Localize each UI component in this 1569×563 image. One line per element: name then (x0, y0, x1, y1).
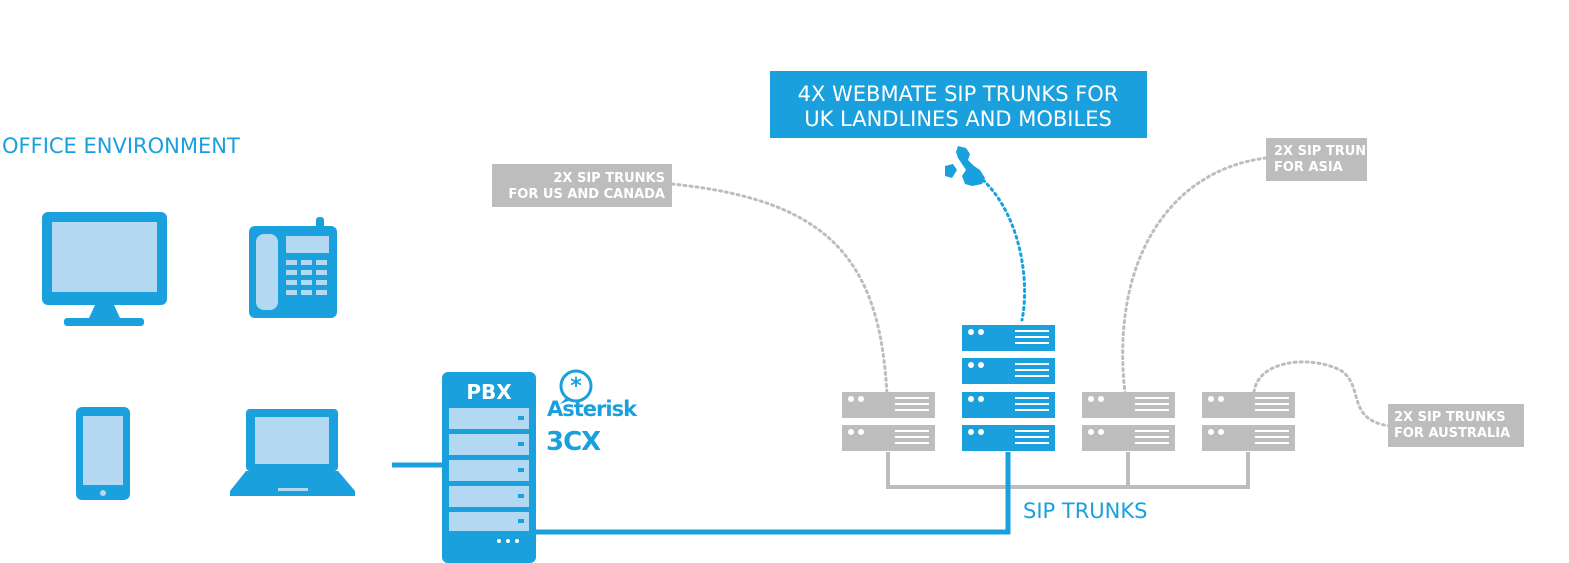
grey-server-us (842, 392, 935, 451)
australia-line1: 2X SIP TRUNKS (1394, 410, 1506, 425)
asterisk-brand: Asterisk (547, 397, 638, 421)
asia-connector (1121, 156, 1268, 395)
main-banner-line1: 4X WEBMATE SIP TRUNKS FOR (798, 82, 1119, 106)
grey-server-australia (1202, 392, 1295, 451)
laptop-icon (230, 409, 355, 496)
desktop-monitor-icon (42, 212, 167, 326)
blue-server-uk (962, 325, 1055, 451)
desk-phone-icon (249, 217, 337, 318)
pbx-label: PBX (466, 380, 512, 404)
asia-box (1266, 138, 1367, 181)
asia-line2: FOR ASIA (1274, 160, 1343, 175)
australia-box (1388, 404, 1524, 447)
main-banner (770, 71, 1147, 138)
grey-bus (886, 452, 1250, 489)
main-banner-line2: UK LANDLINES AND MOBILES (804, 107, 1112, 131)
smartphone-icon (76, 407, 130, 500)
grey-server-asia (1082, 392, 1175, 451)
pbx-server (442, 372, 536, 563)
uk-map-icon (945, 146, 985, 186)
australia-line2: FOR AUSTRALIA (1394, 426, 1510, 441)
us-canada-line1: 2X SIP TRUNKS (553, 171, 665, 186)
us-canada-box (492, 164, 672, 207)
blue-trunk-line (392, 452, 1011, 535)
3cx-brand: 3CX (546, 427, 601, 457)
svg-text:*: * (570, 374, 582, 399)
australia-connector (1252, 360, 1392, 428)
office-environment-title: OFFICE ENVIRONMENT (2, 134, 240, 158)
us-canada-connector (670, 182, 889, 397)
asterisk-logo-icon: * (559, 369, 593, 404)
us-canada-line2: FOR US AND CANADA (508, 187, 665, 202)
asia-line1: 2X SIP TRUNKS (1274, 144, 1386, 159)
sip-trunks-label: SIP TRUNKS (1023, 499, 1147, 523)
uk-connector (981, 178, 1027, 322)
